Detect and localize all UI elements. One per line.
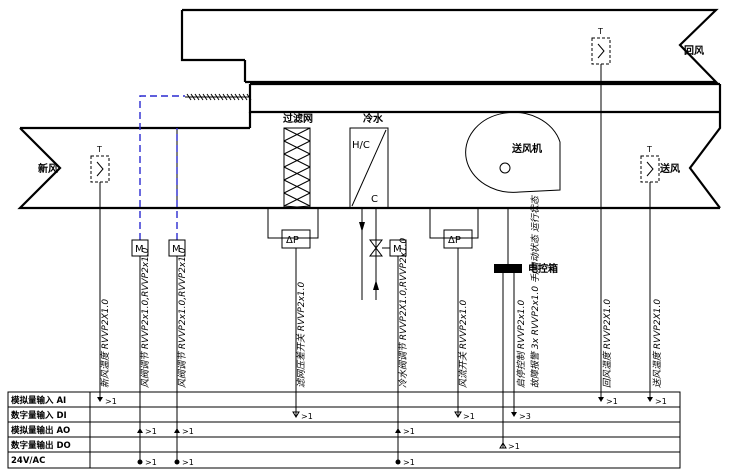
- cable-label: 风阀调节 RVVP2x1.0,RVVP2x1.0: [177, 247, 188, 388]
- filter: [283, 127, 311, 209]
- electric-cabinet: 电控箱: [494, 208, 558, 448]
- svg-text:T: T: [96, 145, 102, 154]
- row-24v: 24V/AC: [11, 456, 45, 466]
- svg-text:电控箱: 电控箱: [528, 262, 558, 275]
- return-temp-sensor: T: [591, 27, 611, 400]
- svg-text:>1: >1: [403, 427, 415, 436]
- return-air-duct: [180, 8, 719, 84]
- cable-label: 风流开关 RVVP2x1.0: [458, 300, 469, 388]
- svg-text:M: M: [393, 244, 402, 255]
- supply-air-label: 送风: [659, 162, 680, 175]
- svg-text:>1: >1: [182, 458, 194, 467]
- row-ao: 模拟量输出 AO: [11, 425, 70, 436]
- svg-text:>1: >1: [182, 427, 194, 436]
- fresh-temp-sensor: T: [90, 145, 110, 400]
- filter-label: 过滤网: [283, 112, 313, 125]
- cable-labels: 新风温度 RVVP2X1.0 风阀调节 RVVP2x1.0,RVVP2x1.0 风阀…: [100, 194, 663, 388]
- supply-fan: [465, 111, 561, 193]
- row-di: 数字量输入 DI: [11, 410, 67, 421]
- cable-label: 新风温度 RVVP2X1.0: [100, 299, 111, 388]
- svg-text:>1: >1: [508, 442, 520, 451]
- coil-top-label: H/C: [352, 140, 370, 151]
- cable-label: 故障报警 3x RVVP2x1.0 手/自动状态 运行状态: [530, 194, 541, 388]
- svg-text:T: T: [646, 145, 652, 154]
- io-table: 模拟量输入 AI 数字量输入 DI 模拟量输出 AO 数字量输出 DO 24V/…: [7, 391, 681, 469]
- main-supply-duct: [17, 112, 722, 210]
- svg-text:>1: >1: [105, 397, 117, 406]
- svg-text:M: M: [172, 244, 181, 255]
- supply-temp-sensor: T: [640, 145, 660, 400]
- airflow-dp-switch: ΔP: [429, 208, 479, 416]
- svg-text:M: M: [135, 244, 144, 255]
- io-markers: >1 >1 >1 >1 >1 >3 >1 >1 >1 >1 >1 >1 >1: [97, 397, 667, 467]
- mixing-damper-hatch: [176, 93, 252, 208]
- row-do: 数字量输出 DO: [11, 440, 71, 451]
- svg-text:>1: >1: [301, 412, 313, 421]
- cable-label: 冷水阀调节 RVVP2X1.0,RVVP2x1.0: [398, 237, 409, 388]
- cable-label: 滤网压差开关 RVVP2x1.0: [296, 282, 307, 388]
- svg-text:>1: >1: [145, 458, 157, 467]
- return-air-label: 回风: [684, 45, 704, 57]
- cable-label: 回风温度 RVVP2X1.0: [602, 299, 613, 388]
- svg-text:T: T: [597, 27, 603, 36]
- fan-label: 送风机: [511, 142, 542, 155]
- svg-text:>1: >1: [403, 458, 415, 467]
- cable-label: 送风温度 RVVP2X1.0: [652, 299, 663, 388]
- damper-linkage: [139, 95, 185, 240]
- svg-text:>3: >3: [519, 412, 531, 421]
- svg-text:ΔP: ΔP: [286, 235, 299, 246]
- svg-text:>1: >1: [655, 397, 667, 406]
- fresh-air-label: 新风: [38, 162, 58, 175]
- svg-text:>1: >1: [606, 397, 618, 406]
- svg-text:>1: >1: [145, 427, 157, 436]
- svg-text:ΔP: ΔP: [448, 235, 461, 246]
- filter-dp-switch: ΔP: [267, 208, 319, 416]
- cable-label: 风阀调节 RVVP2x1.0,RVVP2x1.0: [140, 247, 151, 388]
- coil-bottom-label: C: [371, 194, 378, 205]
- upper-duct: [248, 82, 722, 114]
- cable-label: 启停控制 RVVP2x1.0: [516, 300, 527, 388]
- svg-text:>1: >1: [463, 412, 475, 421]
- chilled-water-label: 冷水: [363, 112, 384, 125]
- row-ai: 模拟量输入 AI: [11, 395, 66, 406]
- cooling-coil: [349, 127, 389, 209]
